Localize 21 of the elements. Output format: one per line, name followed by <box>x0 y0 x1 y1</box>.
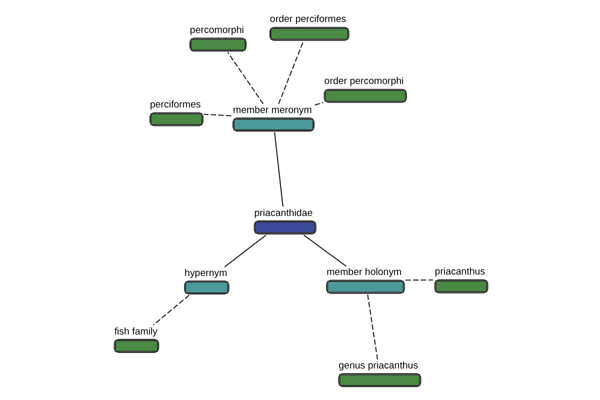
node-label: percomorphi <box>189 24 244 36</box>
connector <box>405 278 433 280</box>
node-label: genus priacanthus <box>338 360 418 371</box>
connector <box>152 294 189 325</box>
connector <box>366 294 378 359</box>
connector <box>203 113 231 116</box>
connector <box>224 234 266 267</box>
node-label: priacanthus <box>434 266 485 278</box>
node-label: order percomorphi <box>324 76 404 87</box>
connector <box>314 101 323 106</box>
node-label: member meronym <box>232 104 312 116</box>
connector <box>274 132 283 206</box>
node-label: order perciformes <box>269 14 346 25</box>
connector <box>226 52 264 104</box>
node-label: member holonym <box>326 266 402 278</box>
node-label: perciformes <box>150 99 200 110</box>
node-label: priacanthidae <box>254 207 312 218</box>
node-label: hypernym <box>184 267 227 278</box>
node-label: fish family <box>114 326 158 337</box>
connector <box>302 234 346 266</box>
connector <box>278 40 304 104</box>
